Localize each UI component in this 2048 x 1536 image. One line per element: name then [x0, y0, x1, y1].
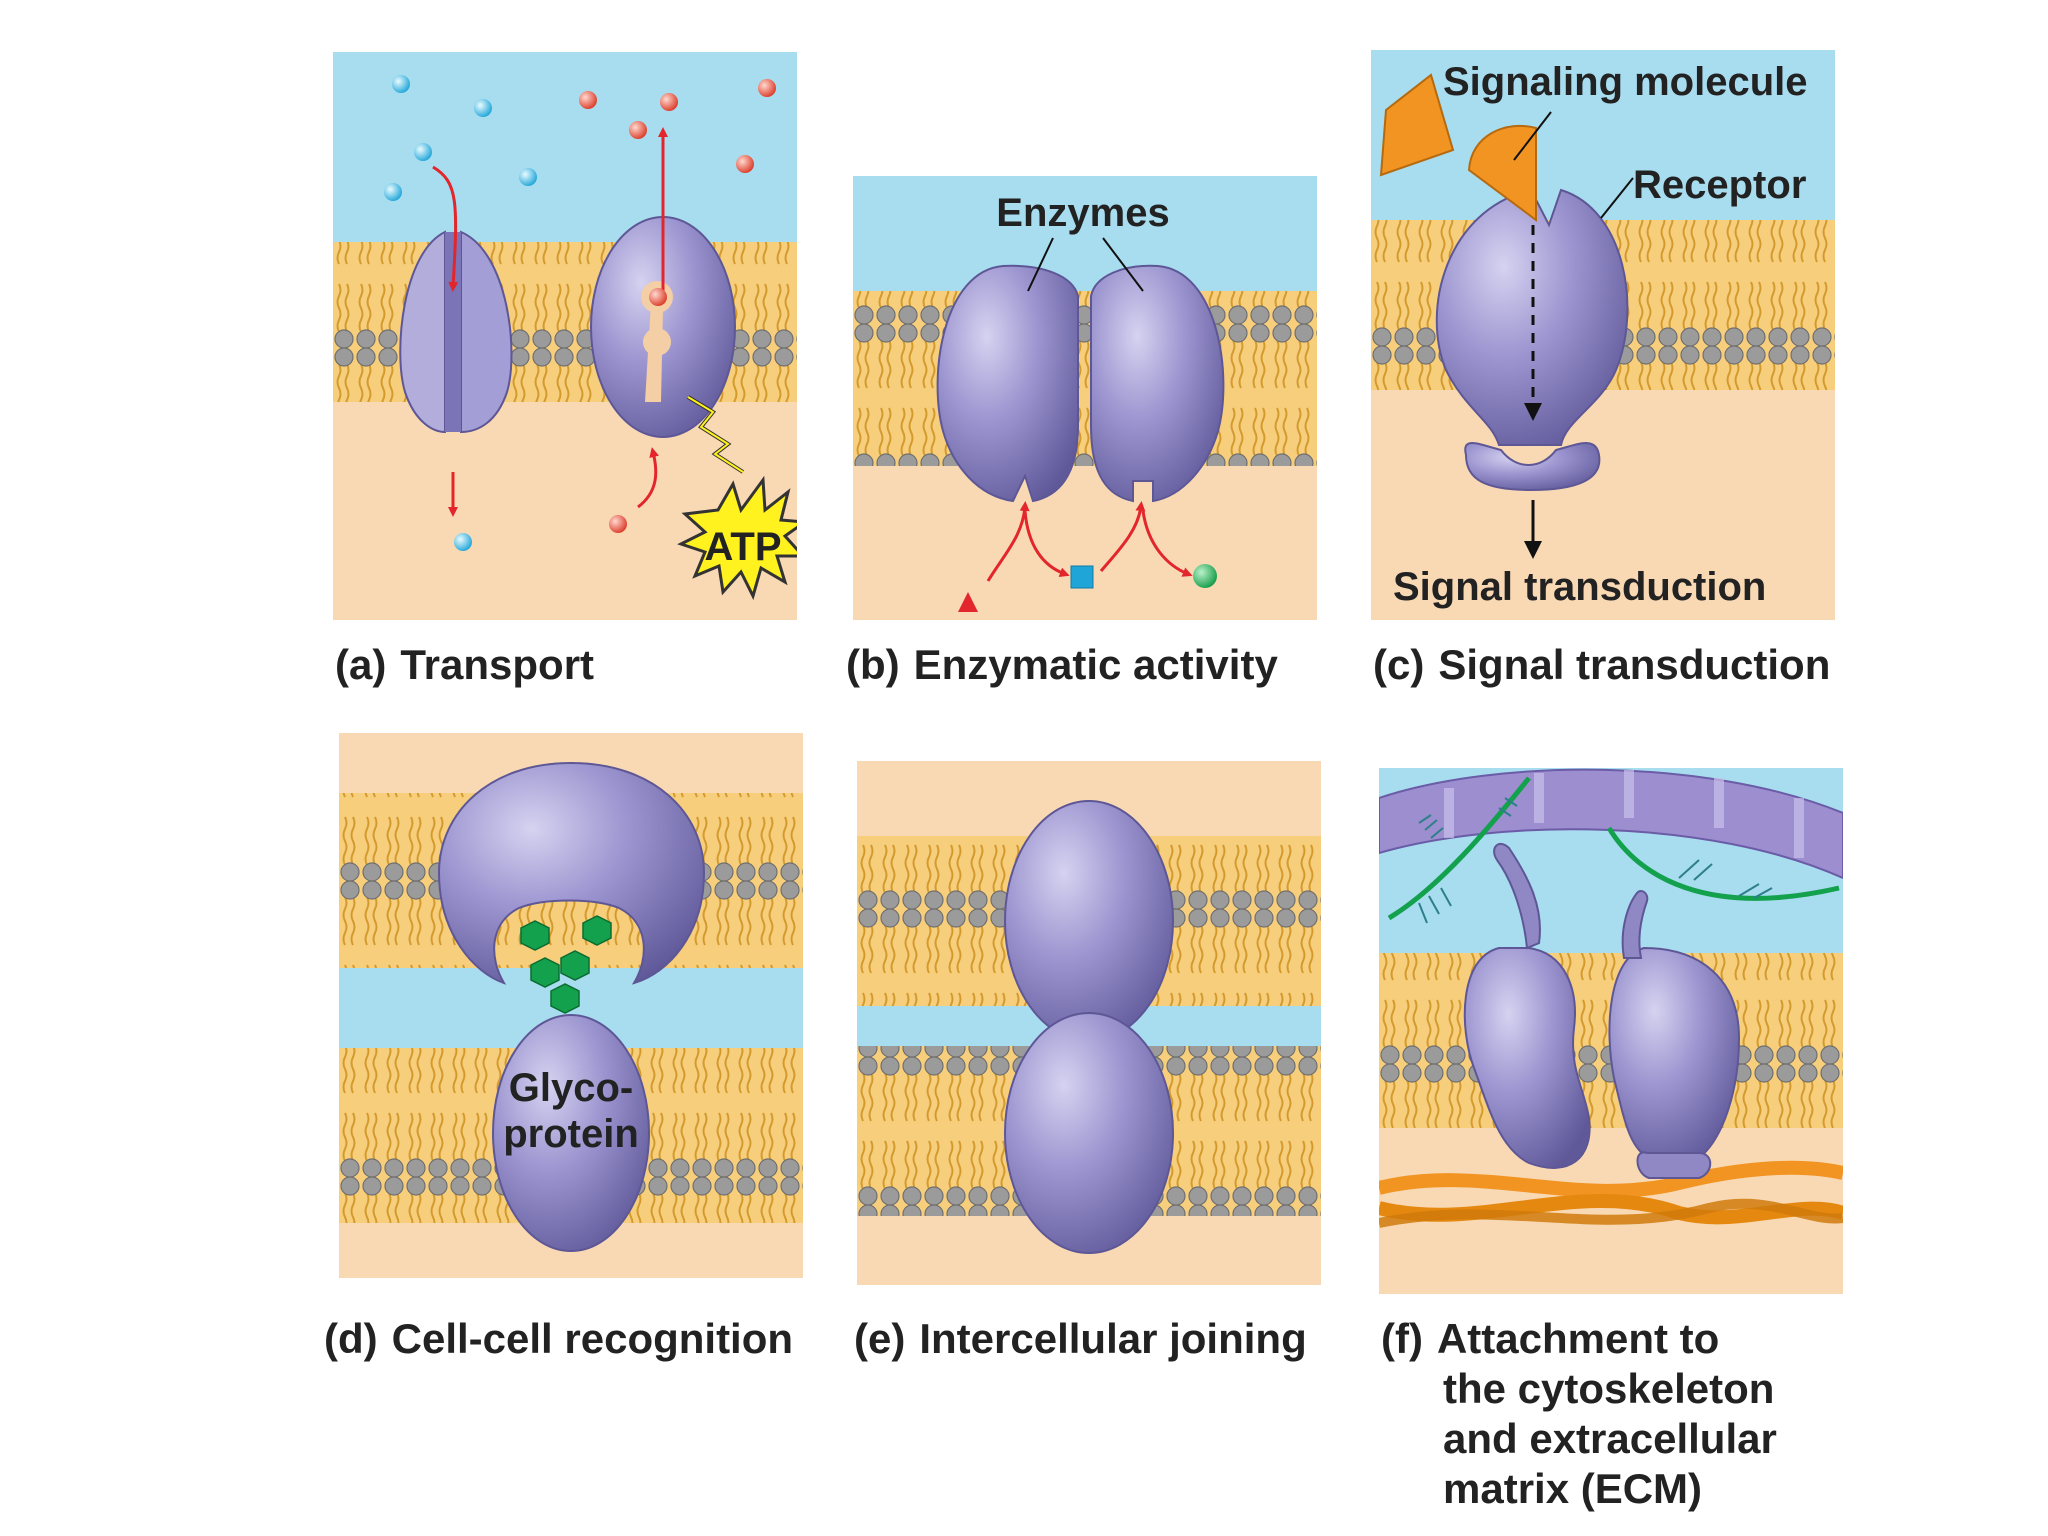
- caption-b-title: Enzymatic activity: [913, 641, 1278, 688]
- reaction-arrow-3: [1099, 501, 1146, 572]
- caption-e-tag: (e): [854, 1315, 906, 1362]
- ecm-green-fiber-2: [1606, 826, 1840, 901]
- enzymes-label: Enzymes: [996, 191, 1169, 235]
- extracellular-region: [853, 176, 1317, 291]
- enzyme-right: [1090, 264, 1225, 503]
- panel-enzymatic: Enzymes: [853, 176, 1317, 620]
- product-circle: [1193, 564, 1217, 588]
- caption-c-tag: (c): [1373, 641, 1425, 688]
- caption-c-title: Signal transduction: [1438, 641, 1831, 688]
- panel-joining: [857, 761, 1321, 1285]
- caption-d: (d) Cell-cell recognition: [324, 1314, 793, 1364]
- caption-d-title: Cell-cell recognition: [391, 1315, 794, 1362]
- junction-protein-bottom: [1004, 1012, 1174, 1254]
- caption-b-tag: (b): [846, 641, 900, 688]
- blue-molecules: [384, 75, 537, 551]
- ecm-green-fiber-1: [1387, 776, 1531, 921]
- integrin-left: [1463, 842, 1591, 1169]
- caption-f-title-line1: Attachment to: [1436, 1315, 1720, 1362]
- reaction-arrow-4: [1141, 510, 1193, 577]
- panel-recognition: Glyco- protein: [339, 733, 803, 1278]
- caption-e-title: Intercellular joining: [919, 1315, 1307, 1362]
- atp-burst: [677, 475, 797, 601]
- recognition-protein: [437, 761, 706, 985]
- ecm-fiber: [1379, 768, 1843, 880]
- glycoprotein-label-line1: Glyco-: [509, 1066, 633, 1110]
- ecm-branches: [1418, 797, 1773, 924]
- carbohydrate-chain: [520, 915, 612, 1014]
- caption-b: (b) Enzymatic activity: [846, 640, 1278, 690]
- receptor-label: Receptor: [1633, 163, 1806, 207]
- signaling-molecule-label: Signaling molecule: [1443, 60, 1808, 104]
- pump-arrow-in: [637, 447, 660, 509]
- substrate-triangle: [958, 592, 978, 612]
- cytoplasm-region: [853, 466, 1317, 620]
- glycoprotein-label-line2: protein: [503, 1112, 639, 1156]
- caption-a: (a) Transport: [335, 640, 594, 690]
- caption-c: (c) Signal transduction: [1373, 640, 1830, 690]
- channel-protein: [399, 230, 513, 434]
- enzymes-pointer-right: [1102, 237, 1144, 292]
- panel-attachment: [1379, 768, 1843, 1294]
- caption-f-line3: and extracellular: [1443, 1415, 1777, 1462]
- caption-d-tag: (d): [324, 1315, 378, 1362]
- signaling-pointer: [1513, 111, 1552, 161]
- extracellular-region: [333, 52, 797, 242]
- reaction-arrow-2: [1023, 510, 1070, 577]
- panel-transport: ATP: [333, 52, 797, 620]
- cytoplasm-region: [1371, 390, 1835, 620]
- transport-arrow-in: [432, 165, 459, 292]
- caption-f-tag: (f): [1381, 1315, 1423, 1362]
- transduction-label: Signal transduction: [1393, 565, 1766, 609]
- lipid-bilayer: [853, 291, 1317, 466]
- cytoskeleton-filaments: [1379, 1160, 1843, 1228]
- glycoprotein: [492, 1014, 650, 1252]
- red-molecules: [579, 79, 776, 533]
- caption-f-line2: the cytoskeleton: [1443, 1365, 1775, 1412]
- caption-a-tag: (a): [335, 641, 387, 688]
- intermediate-square: [1070, 565, 1094, 589]
- enzyme-left: [936, 264, 1079, 503]
- ecm-fiber-stripes: [1444, 770, 1804, 858]
- caption-f-line4: matrix (ECM): [1443, 1465, 1703, 1512]
- caption-f: (f) Attachment to the cytoskeleton and ex…: [1381, 1314, 1777, 1514]
- caption-f-line1: (f) Attachment to: [1381, 1314, 1777, 1364]
- receptor-pointer: [1600, 177, 1634, 219]
- relay-protein: [1464, 442, 1601, 492]
- enzymes-pointer-left: [1027, 237, 1054, 292]
- panel-signal: Signaling molecule Receptor Signal trans…: [1371, 50, 1835, 620]
- atp-label: ATP: [704, 525, 781, 569]
- signaling-molecule: [1379, 73, 1537, 222]
- caption-a-title: Transport: [400, 641, 595, 688]
- caption-e: (e) Intercellular joining: [854, 1314, 1307, 1364]
- junction-protein-top: [1004, 800, 1174, 1042]
- integrin-right: [1608, 890, 1741, 1179]
